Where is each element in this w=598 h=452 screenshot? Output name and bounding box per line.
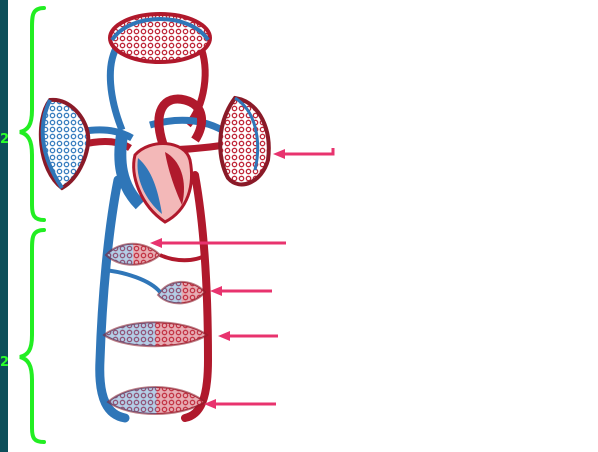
left-strip xyxy=(0,0,8,452)
head-capillaries xyxy=(110,14,210,62)
bracket-upper-label: 2 xyxy=(0,133,9,146)
bracket-lower-label: 2 xyxy=(0,356,9,369)
